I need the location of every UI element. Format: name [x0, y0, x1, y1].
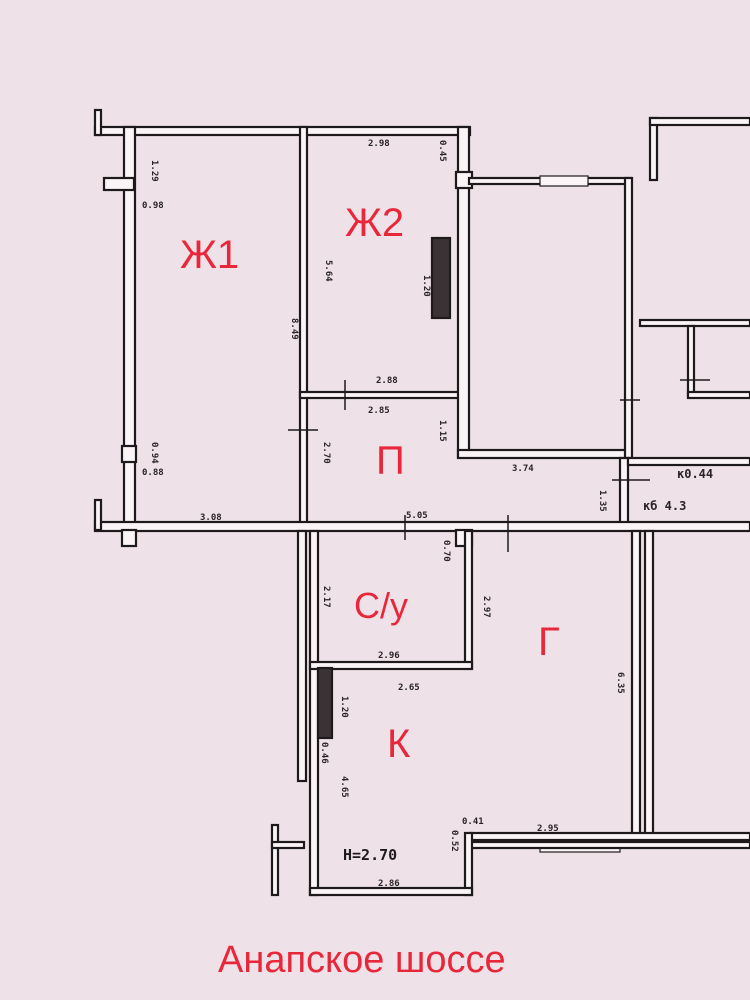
dim-zh1-length: 8.49 [289, 318, 299, 340]
dim-zh1-side-top: 1.29 [149, 160, 159, 182]
dim-k-radiator: 1.20 [339, 696, 349, 718]
walls [93, 108, 750, 897]
dim-k-bottom: 2.86 [378, 879, 400, 889]
dim-su-corner: 0.70 [441, 540, 451, 562]
dim-g-side: 2.97 [481, 596, 491, 618]
dim-k-length: 4.65 [339, 776, 349, 798]
room-label-p: П [376, 439, 405, 483]
street-label: Анапское шоссе [218, 939, 506, 981]
dim-corridor-w: 1.35 [597, 490, 607, 512]
dim-kb43: кб 4.3 [643, 499, 686, 513]
dim-ko44: к0.44 [677, 467, 713, 481]
dim-zh1-side-b: 0.94 [149, 442, 159, 464]
dim-g-bottom: 2.95 [537, 824, 559, 834]
room-label-su: С/у [354, 585, 408, 626]
dim-k-corner-b: 0.52 [449, 830, 459, 852]
dim-zh2-radiator-b: 0.45 [437, 140, 447, 162]
dim-zh1-side-a: 0.98 [142, 201, 164, 211]
dim-p-long: 5.05 [406, 511, 428, 521]
dim-zh2-length: 5.64 [323, 260, 333, 282]
dim-zh1-side-c: 0.88 [142, 468, 164, 478]
dim-corridor-len: 3.74 [512, 464, 534, 474]
dimension-ticks [288, 379, 710, 552]
dim-zh2-radiator: 1.20 [421, 275, 431, 297]
dim-su-height: 2.17 [321, 586, 331, 608]
dim-su-width: 2.96 [378, 651, 400, 661]
dim-k-corner-a: 0.41 [462, 817, 484, 827]
room-label-zh1: Ж1 [180, 233, 239, 277]
dim-zh2-bottom: 2.88 [376, 376, 398, 386]
ceiling-height-label: H=2.70 [343, 846, 397, 864]
dim-g-height: 6.35 [615, 672, 625, 694]
room-label-g: Г [538, 620, 560, 664]
dim-zh1-width: 3.08 [200, 513, 222, 523]
dim-p-height: 2.70 [321, 442, 331, 464]
room-label-zh2: Ж2 [345, 201, 404, 245]
dim-p-side: 1.15 [437, 420, 447, 442]
dim-k-top: 2.65 [398, 683, 420, 693]
dim-zh2-top: 2.98 [368, 139, 390, 149]
dim-k-radiator-b: 0.46 [319, 742, 329, 764]
room-label-k: К [387, 722, 411, 766]
dim-p-top: 2.85 [368, 406, 390, 416]
